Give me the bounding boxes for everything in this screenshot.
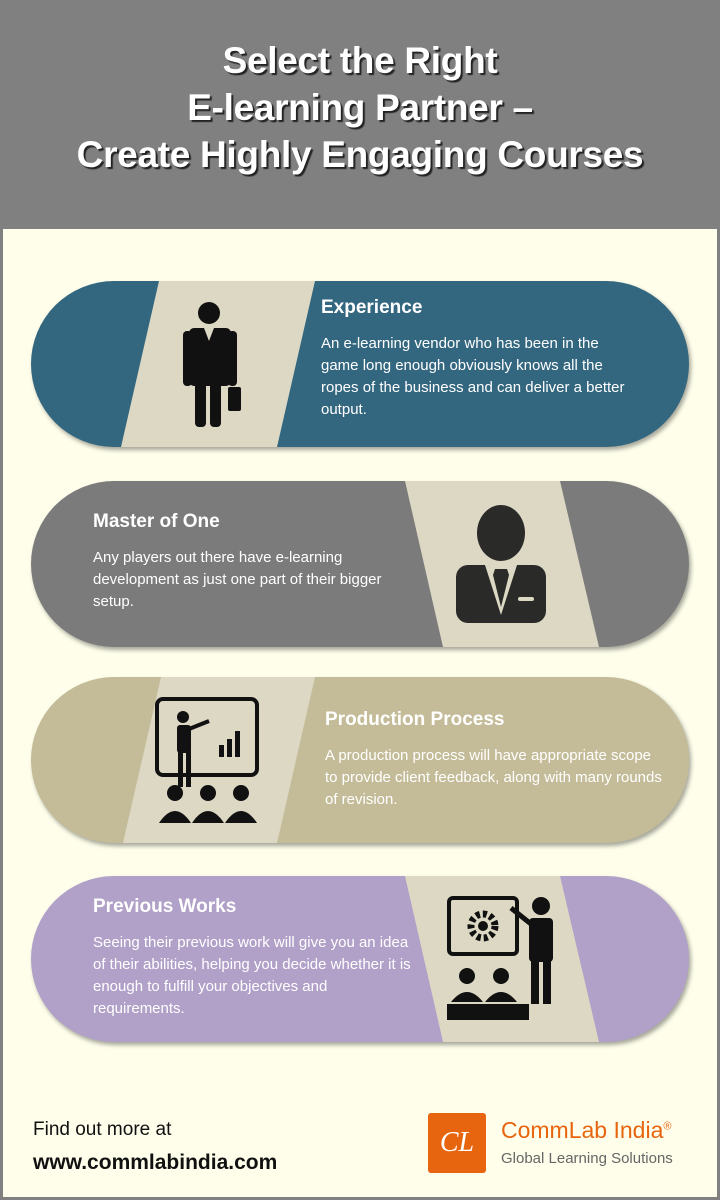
icon-panel <box>123 677 315 843</box>
title-line-1: Select the Right <box>222 40 498 81</box>
title-line-3: Create Highly Engaging Courses <box>76 134 644 175</box>
presenter-gear-board-icon <box>447 896 553 1020</box>
section-text: Previous Works Seeing their previous wor… <box>93 896 413 1020</box>
website-link[interactable]: www.commlabindia.com <box>33 1151 278 1174</box>
icon-panel <box>121 281 315 447</box>
icon-panel <box>405 481 599 647</box>
title-banner: Select the Right E-learning Partner – Cr… <box>3 3 717 229</box>
brand-tagline: Global Learning Solutions <box>501 1150 673 1167</box>
section-heading: Experience <box>321 297 423 318</box>
registered-mark: ® <box>663 1120 672 1133</box>
section-body: Seeing their previous work will give you… <box>93 934 411 1017</box>
section-heading: Previous Works <box>93 896 237 917</box>
presentation-audience-icon <box>155 697 259 823</box>
commlab-logo-mark: CL <box>428 1113 486 1173</box>
section-master-of-one: Master of One Any players out there have… <box>31 481 689 647</box>
section-body: An e-learning vendor who has been in the… <box>321 335 625 418</box>
section-text: Production Process A production process … <box>325 709 665 811</box>
section-text: Master of One Any players out there have… <box>93 511 393 613</box>
section-previous-works: Previous Works Seeing their previous wor… <box>31 876 689 1042</box>
brand-name: CommLab India® <box>501 1117 671 1144</box>
title-line-2: E-learning Partner – <box>187 87 533 128</box>
section-body: Any players out there have e-learning de… <box>93 549 382 610</box>
section-experience: Experience An e-learning vendor who has … <box>31 281 689 447</box>
section-heading: Production Process <box>325 709 505 730</box>
businessman-briefcase-icon <box>183 302 241 427</box>
icon-panel <box>405 876 599 1042</box>
section-body: A production process will have appropria… <box>325 747 662 808</box>
find-out-more-text: Find out more at <box>33 1119 172 1140</box>
section-text: Experience An e-learning vendor who has … <box>321 297 631 421</box>
section-heading: Master of One <box>93 511 220 532</box>
brand-text: CommLab India <box>501 1117 664 1143</box>
section-production-process: Production Process A production process … <box>31 677 689 843</box>
business-person-icon <box>456 505 546 623</box>
